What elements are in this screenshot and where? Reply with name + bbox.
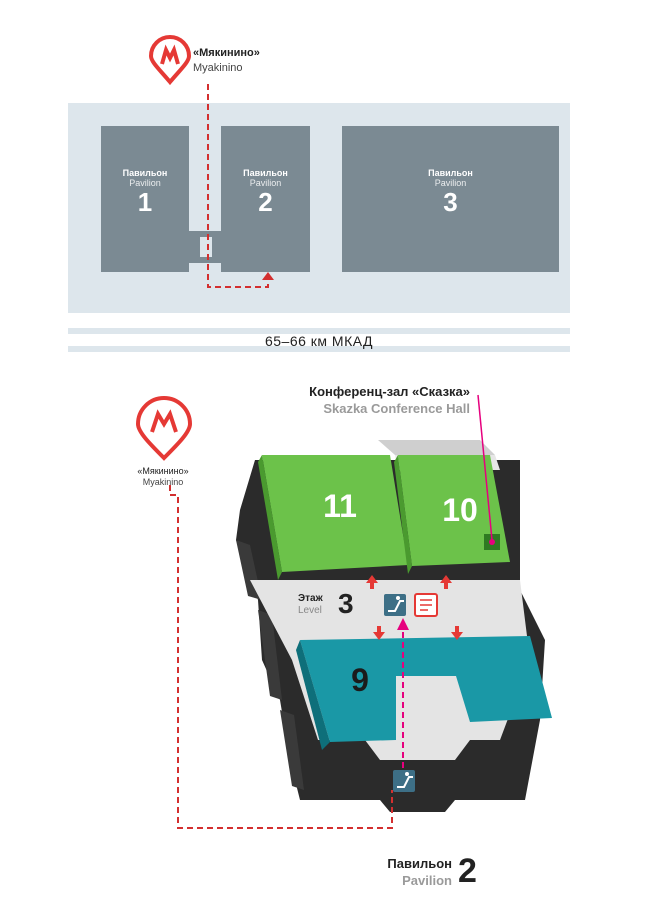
- pavilion-2-label[interactable]: Павильон Pavilion 2: [221, 168, 310, 216]
- conference-hall-label-ru: Конференц-зал «Сказка»: [309, 384, 470, 399]
- level-label-ru: Этаж: [298, 593, 323, 604]
- metro-station-label-en: Myakinino: [193, 62, 243, 74]
- pavilion-label-ru-bottom: Павильон: [387, 856, 452, 871]
- level-label-en: Level: [298, 605, 322, 616]
- pavilion-number-bottom: 2: [458, 852, 477, 890]
- hall-10-number: 10: [442, 492, 478, 528]
- pavilion-3-number: 3: [443, 187, 458, 217]
- pavilion-1-number: 1: [137, 187, 153, 217]
- hall-9-number: 9: [351, 662, 369, 698]
- registration-icon: [414, 593, 438, 617]
- level-number: 3: [338, 588, 354, 619]
- metro-station-label-ru-bottom: «Мякинино»: [137, 466, 189, 476]
- escalator-icon-entrance: [393, 770, 415, 792]
- metro-m-icon: [148, 35, 192, 86]
- route-path-top: [207, 84, 269, 288]
- pavilion-1-label[interactable]: Павильон Pavilion 1: [101, 168, 189, 216]
- metro-m-icon-bottom: [135, 396, 193, 461]
- entrance-arrows: [366, 575, 463, 640]
- route-path-bottom: [169, 485, 393, 829]
- metro-station-label-en-bottom: Myakinino: [142, 477, 184, 487]
- pavilion-2-number: 2: [258, 187, 273, 217]
- conference-leader-line: [477, 394, 493, 541]
- metro-station-label-ru: «Мякинино»: [193, 47, 260, 59]
- hall-11-block[interactable]: [262, 455, 408, 572]
- hall-11-number: 11: [323, 488, 357, 524]
- pavilion-1-block[interactable]: [101, 126, 189, 272]
- conference-hall-label-en: Skazka Conference Hall: [323, 401, 470, 416]
- pavilion-2-block[interactable]: [221, 126, 310, 272]
- pavilion-3-block[interactable]: [342, 126, 559, 272]
- hall-9-block[interactable]: [300, 636, 552, 742]
- escalator-icon: [384, 594, 406, 616]
- hall-10-block[interactable]: [398, 455, 510, 566]
- pavilion-label-en-bottom: Pavilion: [402, 873, 452, 888]
- pavilion-3-label[interactable]: Павильон Pavilion 3: [342, 168, 559, 216]
- road-label: 65–66 км МКАД: [264, 333, 374, 349]
- route-arrow-top: [262, 272, 274, 280]
